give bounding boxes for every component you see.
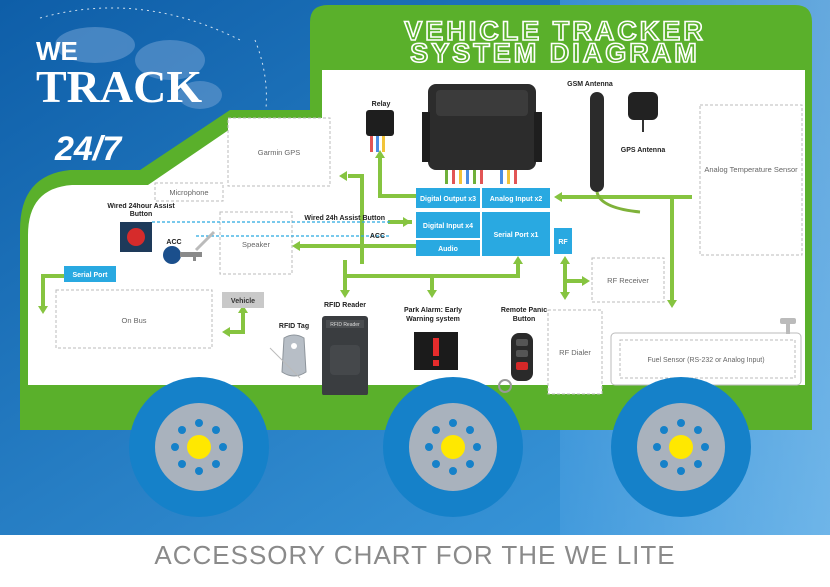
remote-panic-label: Remote Panic Button <box>500 307 548 323</box>
rfid-tag-label: RFID Tag <box>279 323 309 330</box>
relay-icon <box>366 110 394 152</box>
arrowhead-speaker <box>292 241 300 251</box>
gps-antenna-icon <box>628 92 658 132</box>
wired-assist-connection-label: Wired 24h Assist Button <box>304 215 385 222</box>
arrow-vehicle <box>226 309 245 334</box>
orbit-dotted-line <box>39 7 241 41</box>
on-bus-box <box>55 289 213 349</box>
port-rf <box>554 228 572 254</box>
serial-port-tag <box>64 266 116 282</box>
arrow-relay <box>378 158 418 198</box>
assist-button-icon <box>120 222 152 252</box>
vehicle-tag <box>222 292 264 308</box>
arrow-bottom-bus <box>343 260 520 278</box>
port-serial-label: Serial Port x1 <box>494 232 539 239</box>
rfid-reader-device-text: RFID Reader <box>330 322 360 328</box>
garmin-gps-label: Garmin GPS <box>258 148 301 157</box>
rf-dialer-label: RF Dialer <box>559 348 591 357</box>
rfid-tag-leader <box>269 347 301 379</box>
arrowhead-rf-receiver <box>582 276 590 286</box>
wheel-right <box>611 377 751 517</box>
gsm-antenna-icon <box>590 92 641 214</box>
arrowhead-vehicle-left <box>222 327 230 337</box>
title-line1: VEHICLE TRACKER <box>404 16 706 46</box>
arrowhead-rf-up <box>560 256 570 264</box>
park-alarm-icon <box>414 332 458 370</box>
assist-button-label: Wired 24hour Assist Button <box>107 203 175 218</box>
arrowhead-serial-up <box>513 256 523 264</box>
port-digital-output <box>416 188 480 208</box>
serial-port-tag-label: Serial Port <box>72 272 108 279</box>
port-digital-output-label: Digital Output x3 <box>420 196 476 203</box>
arrowhead-rf-down <box>560 292 570 300</box>
vehicle-tag-label: Vehicle <box>231 298 255 305</box>
arrowhead-relay <box>375 150 385 158</box>
rf-receiver-box <box>591 257 665 303</box>
acc-label: ACC <box>166 239 181 246</box>
gps-antenna-label: GPS Antenna <box>621 147 666 154</box>
park-alarm-label: Park Alarm: Early Warning system <box>403 307 463 323</box>
port-audio <box>416 240 480 256</box>
title-line2: SYSTEM DIAGRAM <box>410 38 700 68</box>
on-bus-label: On Bus <box>121 316 146 325</box>
arrow-garmin <box>348 174 364 264</box>
device-ports: Digital Output x3 Analog Input x2 Digita… <box>416 188 572 256</box>
analog-temp-box <box>699 104 803 256</box>
port-serial <box>482 212 550 256</box>
world-map-icon <box>55 27 222 109</box>
fuel-tank <box>610 318 802 386</box>
tracker-device <box>422 84 542 184</box>
microphone-label: Microphone <box>169 188 208 197</box>
remote-panic-label-wrap: Remote Panic Button <box>500 307 548 323</box>
port-digital-input <box>416 212 480 238</box>
fuel-sensor-label: Fuel Sensor (RS-232 or Analog Input) <box>647 357 764 364</box>
wheel-left <box>129 377 269 517</box>
rfid-reader-icon: RFID Reader <box>322 316 368 396</box>
remote-panic-icon <box>498 333 533 393</box>
arrowhead-fuel <box>667 300 677 308</box>
garmin-gps-box <box>227 117 331 187</box>
gsm-antenna-label: GSM Antenna <box>567 81 613 88</box>
arrowhead-serial <box>38 306 48 314</box>
analog-temp-label: Analog Temperature Sensor <box>704 165 798 174</box>
park-alarm-label-wrap: Park Alarm: Early Warning system <box>403 307 463 323</box>
acc-connection-label: ACC <box>370 233 385 240</box>
microphone-box <box>154 182 224 202</box>
analog-temp-label-wrap: Analog Temperature Sensor <box>704 165 798 174</box>
title: VEHICLE TRACKER SYSTEM DIAGRAM <box>403 15 706 69</box>
port-analog-input-label: Analog Input x2 <box>490 196 543 203</box>
rfid-reader-label: RFID Reader <box>324 302 366 309</box>
arrowhead-assist <box>403 217 411 227</box>
arrowhead-rfid <box>340 290 350 298</box>
port-audio-label: Audio <box>438 246 458 253</box>
key-icon <box>163 230 216 264</box>
port-rf-label: RF <box>558 239 568 246</box>
arrowhead-vehicle <box>238 305 248 313</box>
relay-label: Relay <box>372 101 391 108</box>
speaker-label: Speaker <box>242 240 270 249</box>
rfid-tag-icon <box>281 334 307 377</box>
wheel-middle <box>383 377 523 517</box>
rf-dialer-box <box>547 309 603 395</box>
assist-button-label-wrap: Wired 24hour Assist Button <box>107 203 175 218</box>
arrowhead-park <box>427 290 437 298</box>
logo: WE TRACK 24/7 <box>36 36 202 168</box>
arrowhead-garmin <box>339 171 347 181</box>
logo-we: WE <box>36 36 78 66</box>
port-analog-input <box>482 188 550 208</box>
rf-receiver-label: RF Receiver <box>607 276 649 285</box>
logo-track: TRACK <box>36 61 202 112</box>
caption: ACCESSORY CHART FOR THE WE LITE <box>154 540 676 570</box>
port-digital-input-label: Digital Input x4 <box>423 223 473 230</box>
arrowhead-analog <box>554 192 562 202</box>
logo-hours: 24/7 <box>54 130 123 168</box>
